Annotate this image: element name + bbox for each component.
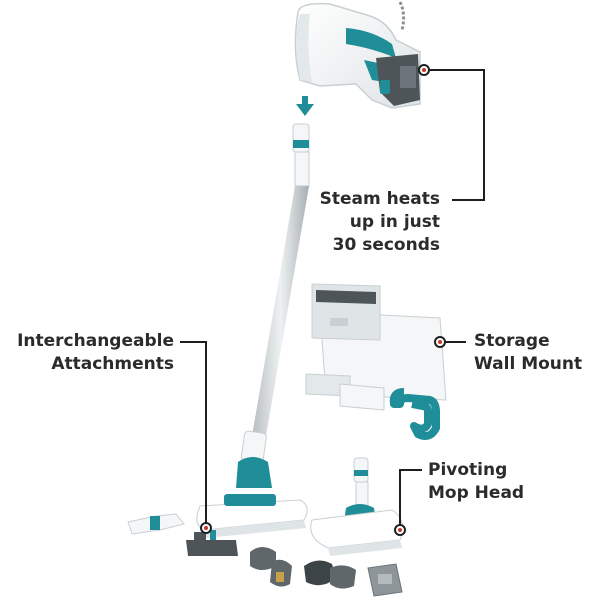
callout-storage	[434, 336, 466, 348]
attachments-label: Interchangeable Attachments	[17, 331, 174, 374]
pivoting-mop-head-label: Pivoting Mop Head	[428, 460, 525, 503]
handheld-steamer-unit	[294, 1, 421, 109]
callout-attachments	[180, 341, 212, 534]
mop-head-main	[196, 494, 308, 538]
callout-steam	[418, 64, 485, 201]
pivoting-mop-head	[310, 457, 404, 556]
steam-heats-label: Steam heats up in just 30 seconds	[319, 189, 440, 255]
down-arrow-icon	[296, 96, 314, 116]
attachments-group	[127, 513, 403, 597]
storage-wall-mount-label: Storage Wall Mount	[474, 331, 583, 374]
storage-wall-mount	[305, 283, 447, 440]
callout-mop	[394, 469, 422, 536]
extension-pole	[236, 123, 310, 488]
